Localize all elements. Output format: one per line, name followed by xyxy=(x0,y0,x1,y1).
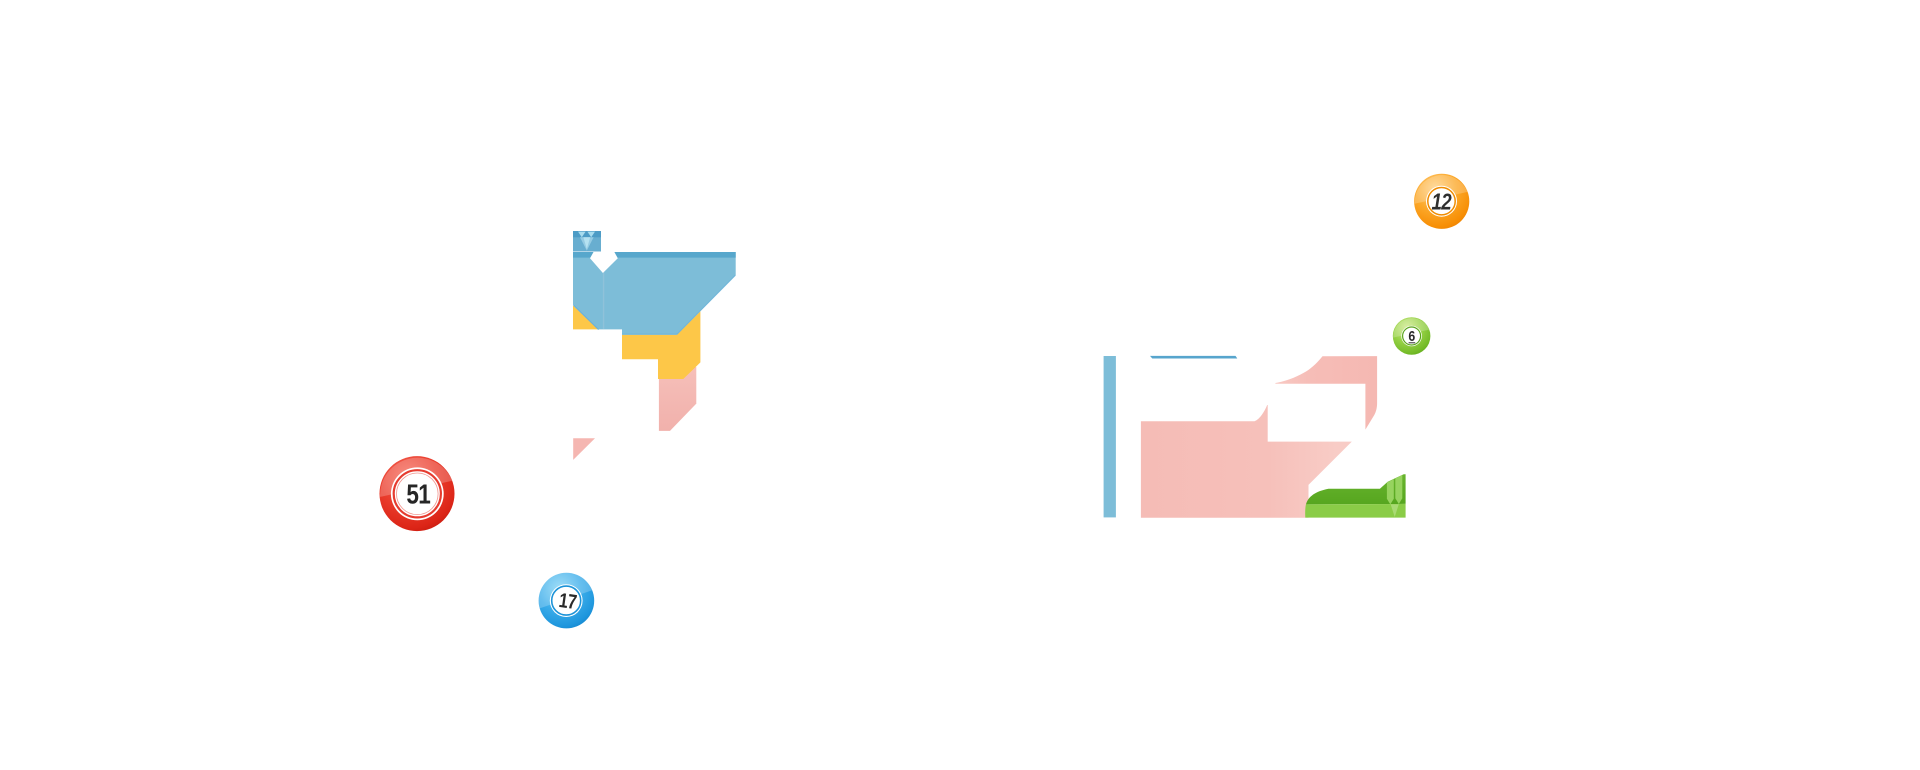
svg-text:12: 12 xyxy=(1432,188,1452,215)
svg-text:17: 17 xyxy=(558,588,579,613)
svg-text:51: 51 xyxy=(406,480,430,511)
svg-text:6: 6 xyxy=(1408,328,1415,344)
